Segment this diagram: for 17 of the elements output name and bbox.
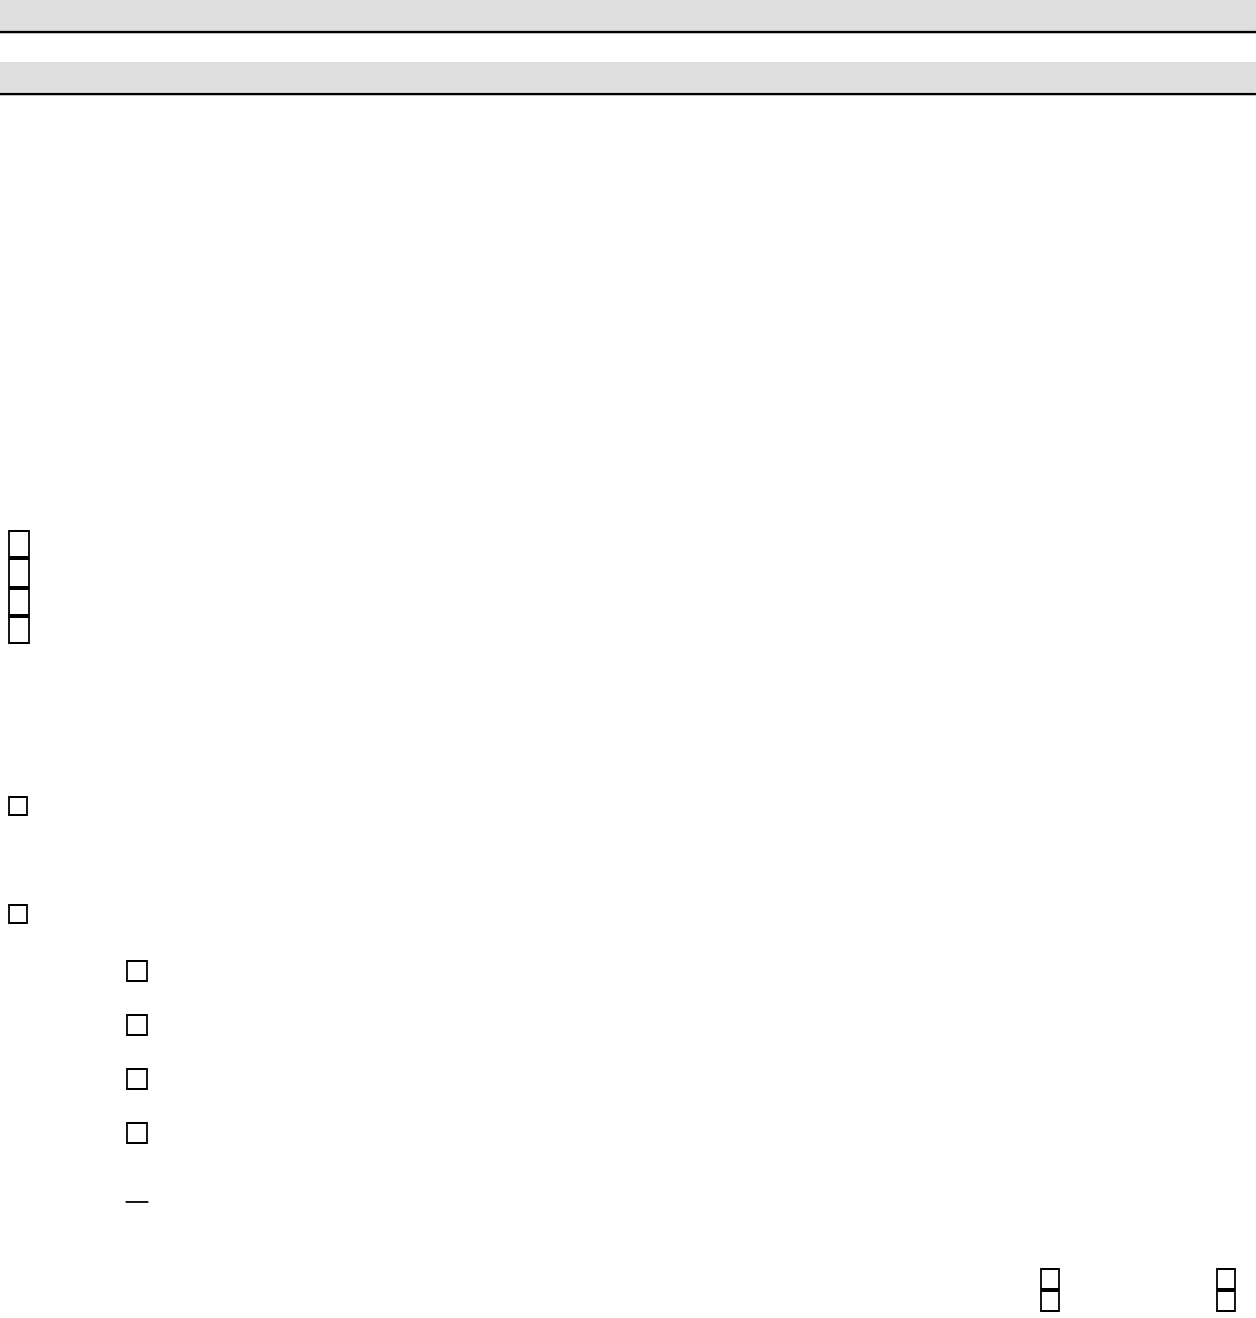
checkbox bbox=[1216, 1290, 1236, 1312]
checkbox bbox=[8, 530, 30, 558]
checkbox bbox=[126, 1122, 148, 1144]
checkbox bbox=[8, 616, 30, 644]
checkbox bbox=[8, 558, 30, 588]
checkbox bbox=[8, 796, 28, 816]
checkbox bbox=[126, 1068, 148, 1090]
checkbox bbox=[8, 904, 28, 924]
header-band bbox=[0, 62, 1256, 96]
checkbox bbox=[1216, 1268, 1236, 1290]
header-band bbox=[0, 0, 1256, 34]
checkbox bbox=[126, 960, 148, 982]
fill-in-line bbox=[124, 1201, 150, 1203]
checkbox bbox=[1040, 1290, 1060, 1312]
checkbox bbox=[126, 1014, 148, 1036]
checkbox bbox=[8, 588, 30, 616]
checkbox bbox=[1040, 1268, 1060, 1290]
